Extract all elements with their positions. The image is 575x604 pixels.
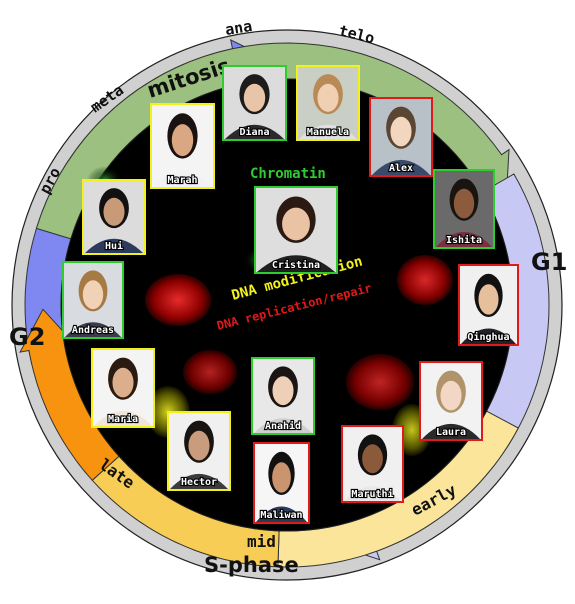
portrait-shoulders: [436, 231, 492, 247]
person-name: Cristina: [272, 259, 320, 271]
portrait-face: [272, 462, 291, 493]
person-tile-alex: Alex: [369, 97, 433, 177]
portrait-face: [453, 188, 475, 219]
person-name: Laura: [436, 427, 466, 438]
portrait-face: [103, 197, 125, 226]
g2-label: G2: [9, 323, 45, 351]
person-name: Hector: [181, 477, 217, 488]
s-phase-label: S-phase: [204, 553, 299, 577]
portrait-face: [440, 380, 462, 411]
mid-label: mid: [247, 532, 276, 551]
person-name: Maria: [108, 413, 138, 425]
portrait-face: [171, 124, 194, 157]
person-tile-hector: Hector: [167, 411, 231, 491]
person-name: Maliwan: [260, 509, 302, 521]
g1-label: G1: [531, 248, 567, 276]
portrait-shoulders: [344, 486, 401, 501]
portrait-shoulders: [94, 410, 152, 426]
person-name: Manuela: [307, 127, 349, 138]
portrait-shoulders: [254, 418, 312, 433]
portrait-shoulders: [153, 170, 212, 187]
nucleus-red: [397, 255, 453, 305]
portrait-face: [390, 116, 412, 147]
portrait-shoulders: [461, 328, 516, 344]
person-tile-cristina: Cristina: [254, 186, 338, 274]
person-name: Diana: [239, 126, 269, 138]
portrait-face: [317, 83, 339, 112]
person-name: Andreas: [72, 325, 114, 336]
person-tile-ishita: Ishita: [433, 169, 495, 249]
person-tile-maruthi: Maruthi: [341, 425, 404, 503]
portrait-face: [282, 207, 310, 241]
portrait-shoulders: [257, 255, 335, 272]
portrait-shoulders: [422, 423, 480, 439]
person-tile-maliwan: Maliwan: [253, 442, 310, 524]
person-tile-anahid: Anahid: [251, 357, 315, 435]
nucleus-red: [145, 274, 211, 326]
portrait-shoulders: [65, 322, 121, 337]
portrait-face: [243, 83, 266, 112]
person-tile-laura: Laura: [419, 361, 483, 441]
person-tile-marah: Marah: [150, 103, 215, 189]
person-name: Ishita: [446, 234, 482, 246]
portrait-shoulders: [256, 506, 307, 522]
person-name: Alex: [389, 163, 413, 174]
person-name: Hui: [105, 240, 123, 252]
person-tile-hui: Hui: [82, 179, 146, 255]
person-tile-diana: Diana: [222, 65, 287, 141]
portrait-shoulders: [85, 238, 143, 253]
portrait-face: [112, 367, 134, 398]
nucleus-red: [346, 354, 414, 410]
portrait-face: [478, 284, 499, 315]
theme-chromatin: Chromatin: [250, 166, 326, 182]
person-tile-qinghua: Qinghua: [458, 264, 519, 346]
person-tile-maria: Maria: [91, 348, 155, 428]
person-tile-manuela: Manuela: [296, 65, 360, 141]
portrait-face: [188, 430, 210, 461]
portrait-shoulders: [372, 159, 430, 175]
portrait-shoulders: [225, 124, 284, 139]
portrait-face: [362, 444, 383, 474]
portrait-shoulders: [299, 124, 357, 139]
person-name: Qinghua: [467, 331, 509, 343]
person-name: Marah: [167, 175, 197, 186]
portrait-face: [82, 280, 104, 310]
ana-label: ana: [224, 17, 254, 39]
person-name: Anahid: [265, 420, 301, 432]
person-name: Maruthi: [351, 488, 393, 500]
portrait-face: [272, 376, 294, 406]
person-tile-andreas: Andreas: [62, 261, 124, 339]
portrait-shoulders: [170, 473, 228, 489]
nucleus-red: [183, 350, 237, 394]
